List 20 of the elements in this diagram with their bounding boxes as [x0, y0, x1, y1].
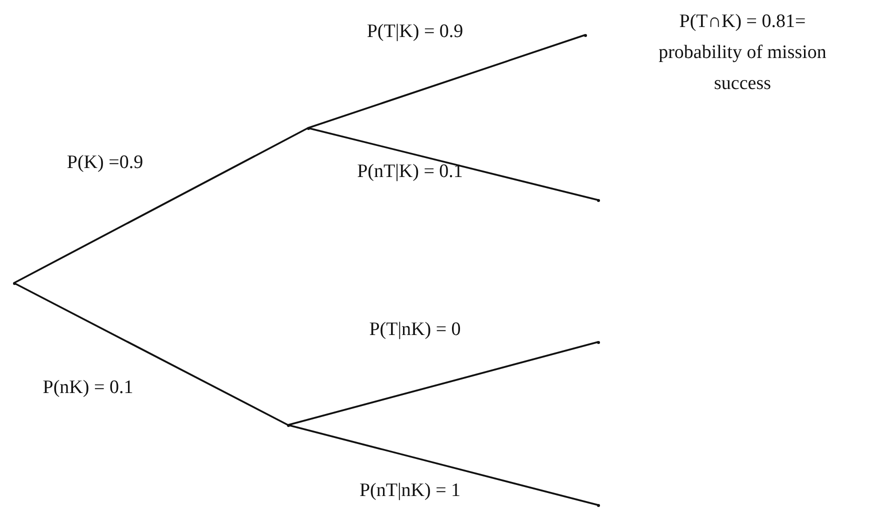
edge-label: P(nT|K) = 0.1 — [357, 161, 463, 183]
branch-point — [584, 34, 586, 36]
branch-line — [14, 127, 308, 284]
branch-line — [14, 282, 288, 426]
branch-point — [306, 126, 310, 130]
branch-line — [308, 127, 598, 201]
branch-point — [596, 504, 600, 506]
edge-label: P(T|nK) = 0 — [369, 319, 461, 341]
edge-label: P(nT|nK) = 1 — [359, 480, 461, 502]
branch-line — [288, 424, 598, 506]
edge-label: P(K) =0.9 — [66, 152, 144, 174]
branch-point — [596, 198, 600, 202]
branch-line — [308, 34, 586, 129]
branch-point — [12, 282, 16, 284]
branch-point — [286, 424, 290, 426]
edge-label: P(nK) = 0.1 — [42, 377, 134, 399]
branch-line — [288, 341, 598, 426]
branch-point — [596, 340, 600, 344]
edge-label: P(T|K) = 0.9 — [366, 21, 464, 43]
outcome-note: P(T∩K) = 0.81= probability of mission success — [658, 10, 828, 96]
